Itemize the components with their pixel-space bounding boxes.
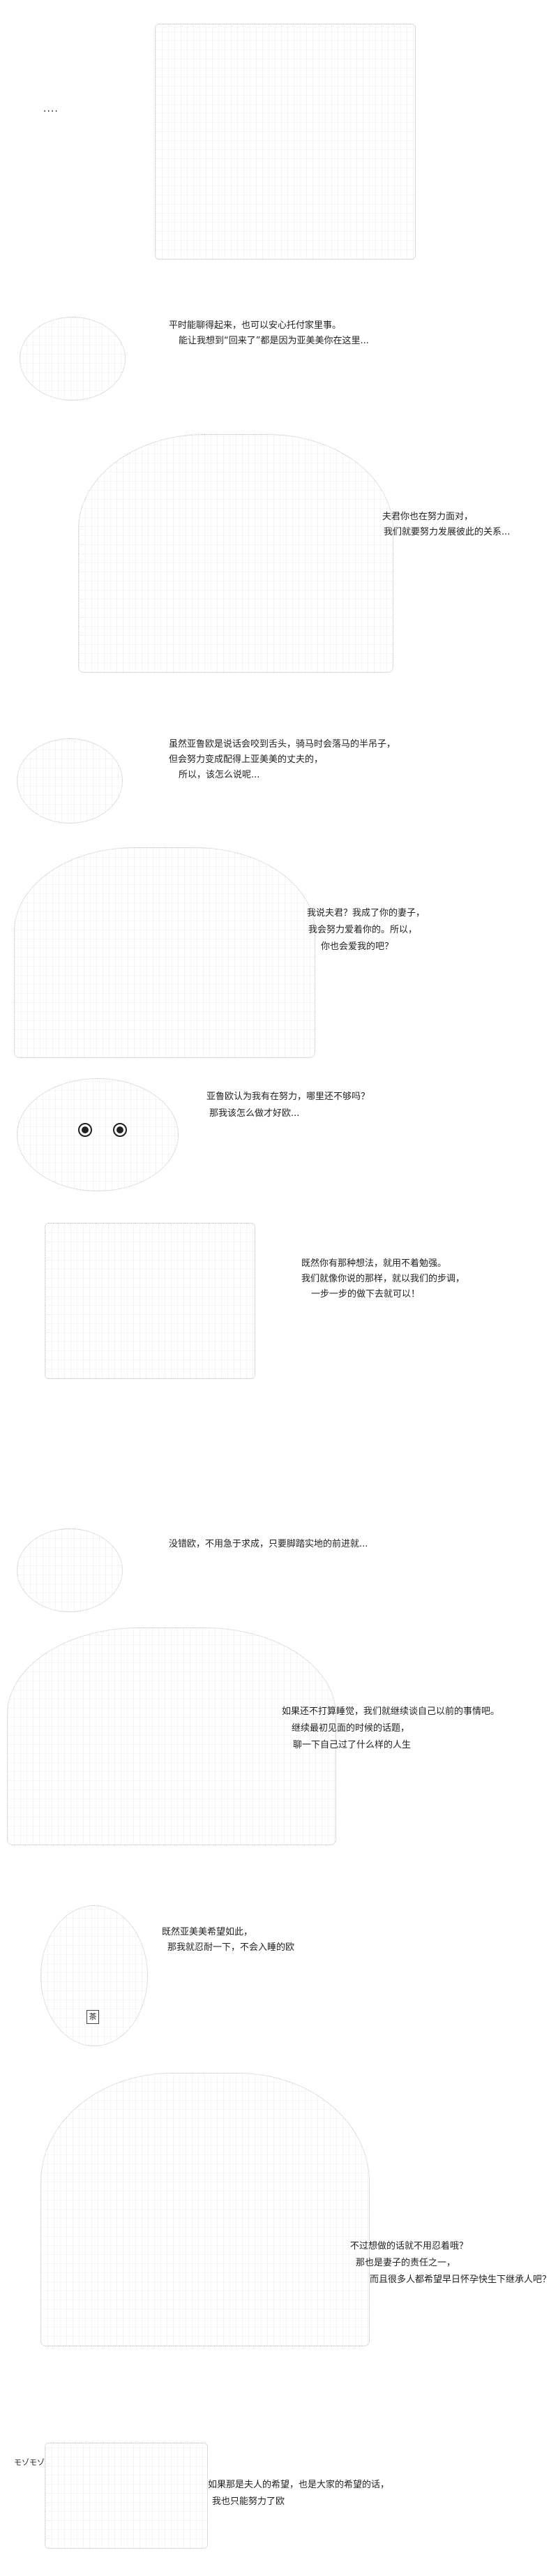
dialogue-line: 我也只能努力了欧 — [212, 2496, 285, 2507]
panel-3: 夫君你也在努力面对， 我们就要努力发展彼此的关系... — [0, 419, 558, 684]
panel-12: モゾモゾ 如果那是夫人的希望，也是大家的希望的话， 我也只能努力了欧 — [0, 2429, 558, 2568]
tea-cup-icon: 茶 — [86, 2010, 99, 2024]
dialogue-line: 虽然亚鲁欧是说话会咬到舌头，骑马时会落马的半吊子， — [169, 739, 396, 750]
aa-art-girl-hair-down — [155, 24, 416, 260]
aa-art-girl-lying-down — [7, 1628, 336, 1845]
dialogue-line: 而且很多人都希望早日怀孕快生下继承人吧？ — [370, 2275, 552, 2285]
dialogue-line: 如果还不打算睡觉，我们就继续谈自己以前的事情吧。 — [282, 1706, 500, 1717]
dialogue-line: 所以，该怎么说呢... — [179, 770, 260, 780]
aa-art-girl-hair-down-closeup — [78, 434, 393, 673]
dialogue-line: 不过想做的话就不用忍着哦？ — [350, 2241, 469, 2251]
panel-2: 平时能聊得起来，也可以安心托付家里事。 能让我想到“回来了”都是因为亚美美你在这… — [0, 307, 558, 412]
dialogue-line: 聊一下自己过了什么样的人生 — [293, 1740, 412, 1750]
aa-art-yaruo-calm — [17, 738, 123, 824]
yaruo-right-eye-icon — [113, 1123, 127, 1137]
dialogue-line: 亚鲁欧认为我有在努力，哪里还不够吗？ — [206, 1092, 370, 1102]
dialogue-line: 既然你有那种想法，就用不着勉强。 — [301, 1258, 447, 1269]
panel-7: 既然你有那种想法，就用不着勉强。 我们就像你说的那样，就以我们的步调， 一步一步… — [0, 1214, 558, 1382]
aa-art-girl-determined — [45, 1223, 255, 1379]
panel-4: 虽然亚鲁欧是说话会咬到舌头，骑马时会落马的半吊子， 但会努力变成配得上亚美美的丈… — [0, 726, 558, 837]
aa-art-yaruo-calm — [17, 1528, 123, 1612]
sound-effect-text: モゾモゾ — [14, 2458, 45, 2467]
dialogue-line: 我说夫君？我成了你的妻子， — [307, 908, 425, 918]
dialogue-line: 那也是妻子的责任之一， — [356, 2258, 456, 2268]
dialogue-line: 继续最初见面的时候的话题， — [292, 1723, 410, 1734]
aa-art-yaruo-under-blanket — [45, 2443, 208, 2549]
aa-art-yaruo-with-tea — [40, 1905, 148, 2046]
panel-5: 我说夫君？我成了你的妻子， 我会努力爱着你的。所以， 你也会爱我的吧？ — [0, 837, 558, 1061]
dialogue-line: 如果那是夫人的希望，也是大家的希望的话， — [208, 2480, 390, 2490]
panel-8: 没错欧，不用急于求成，只要脚踏实地的前进就... — [0, 1521, 558, 1619]
panel-11: 不过想做的话就不用忍着哦？ 那也是妻子的责任之一， 而且很多人都希望早日怀孕快生… — [0, 2066, 558, 2352]
dialogue-line: 没错欧，不用急于求成，只要脚踏实地的前进就... — [169, 1539, 368, 1549]
yaruo-left-eye-icon — [78, 1123, 92, 1137]
dialogue-line: 我们就像你说的那样，就以我们的步调， — [301, 1274, 465, 1284]
panel-10: 茶 既然亚美美希望如此， 那我就忍耐一下，不会入睡的欧 — [0, 1898, 558, 2059]
dialogue-line: 那我该怎么做才好欧... — [209, 1108, 300, 1119]
dialogue-line: 我会努力爱着你的。所以， — [308, 925, 418, 935]
dialogue-line: 能让我想到“回来了”都是因为亚美美你在这里... — [179, 336, 369, 346]
panel-9: 如果还不打算睡觉，我们就继续谈自己以前的事情吧。 继续最初见面的时候的话题， 聊… — [0, 1619, 558, 1856]
dialogue-line: 但会努力变成配得上亚美美的丈夫的， — [169, 754, 324, 765]
panel-1-ellipsis: .... — [43, 103, 59, 114]
aa-art-yaruo-surprised — [17, 1078, 179, 1191]
dialogue-line: 你也会爱我的吧？ — [321, 941, 394, 952]
aa-art-girl-smiling — [14, 847, 315, 1058]
dialogue-line: 平时能聊得起来，也可以安心托付家里事。 — [169, 320, 342, 331]
dialogue-line: 那我就忍耐一下，不会入睡的欧 — [167, 1942, 295, 1953]
panel-6: 亚鲁欧认为我有在努力，哪里还不够吗？ 那我该怎么做才好欧... — [0, 1064, 558, 1204]
dialogue-line: 我们就要努力发展彼此的关系... — [384, 527, 511, 537]
dialogue-line: 一步一步的做下去就可以！ — [311, 1289, 421, 1300]
panel-1: .... — [0, 0, 558, 279]
dialogue-line: 夫君你也在努力面对， — [382, 512, 474, 522]
dialogue-line: 既然亚美美希望如此， — [162, 1927, 253, 1937]
aa-art-yaruo-calm — [20, 317, 126, 401]
aa-art-girl-in-bed — [40, 2073, 370, 2346]
